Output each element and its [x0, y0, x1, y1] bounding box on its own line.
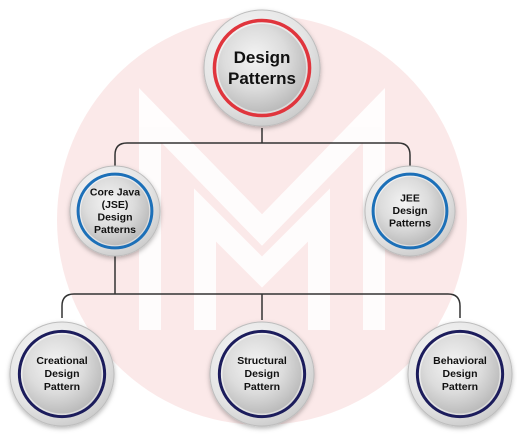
- node-creational-label-line: Design: [44, 368, 79, 380]
- node-jee-label-line: Patterns: [389, 218, 431, 230]
- node-structural-label-line: Design: [244, 368, 279, 380]
- node-creational: [9, 321, 115, 427]
- node-structural: [209, 321, 315, 427]
- node-jee-ring: [371, 172, 449, 250]
- node-behavioral-label-line: Pattern: [442, 381, 478, 393]
- node-structural-ring: [217, 329, 307, 419]
- root-node-design-patterns-label-line: Patterns: [228, 69, 296, 88]
- node-core-java-label-line: Design: [97, 211, 132, 223]
- node-core-java: [69, 165, 161, 257]
- node-behavioral-label-line: Behavioral: [433, 355, 487, 367]
- node-behavioral-ring: [415, 329, 505, 419]
- node-behavioral-inner-disc: [420, 334, 500, 414]
- node-jee-label-line: Design: [392, 205, 427, 217]
- node-jee: [364, 165, 456, 257]
- root-node-design-patterns: [203, 9, 321, 127]
- node-core-java-inner-disc: [80, 176, 150, 246]
- node-creational-inner-disc: [22, 334, 102, 414]
- node-core-java-label-line: (JSE): [102, 199, 129, 211]
- node-creational-label-line: Pattern: [44, 381, 80, 393]
- node-jee-inner-disc: [375, 176, 445, 246]
- node-creational-label-line: Creational: [36, 355, 87, 367]
- node-structural-label-line: Structural: [237, 355, 287, 367]
- node-creational-ring: [17, 329, 107, 419]
- node-structural-label-line: Pattern: [244, 381, 280, 393]
- node-core-java-label-line: Patterns: [94, 224, 136, 236]
- node-structural-inner-disc: [222, 334, 302, 414]
- level2-bracket: [114, 142, 411, 167]
- node-jee-label-line: JEE: [400, 193, 420, 205]
- root-node-design-patterns-inner-disc: [217, 23, 307, 113]
- root-node-design-patterns-label-line: Design: [234, 48, 291, 67]
- connector-lines: [61, 128, 461, 320]
- node-core-java-label-line: Core Java: [90, 186, 140, 198]
- root-node-design-patterns-ring: [212, 18, 312, 118]
- node-core-java-ring: [76, 172, 154, 250]
- node-behavioral: [407, 321, 513, 427]
- level3-bracket: [61, 293, 461, 318]
- node-behavioral-label-line: Design: [442, 368, 477, 380]
